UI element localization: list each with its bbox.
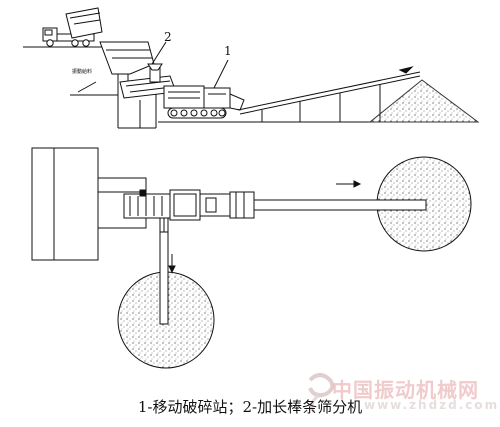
callout-2: 2 <box>164 30 172 44</box>
feed-hopper <box>99 41 155 92</box>
stockpile-side <box>368 79 480 123</box>
retaining-wall <box>70 81 157 129</box>
side-elevation-view <box>23 7 480 129</box>
dump-truck <box>42 7 103 47</box>
leader-line-1 <box>213 59 229 89</box>
plan-crusher <box>169 189 255 221</box>
swirl-logo-icon <box>308 373 335 413</box>
plan-feeder <box>123 189 171 219</box>
watermark-text: 中国振动机械网 <box>332 378 479 402</box>
callout-1: 1 <box>224 44 232 58</box>
leader-line-2 <box>151 41 167 65</box>
feed-tag: 振動給料 <box>72 69 93 75</box>
figure-caption: 1-移动破碎站；2-加长棒条筛分机 <box>137 398 363 416</box>
discharge-conveyor <box>237 66 421 122</box>
watermark-url: www.zhdzd.com <box>364 398 500 412</box>
watermark: 中国振动机械网 www.zhdzd.com <box>300 372 500 418</box>
plan-view <box>31 147 472 369</box>
mobile-crushing-station <box>163 85 245 119</box>
